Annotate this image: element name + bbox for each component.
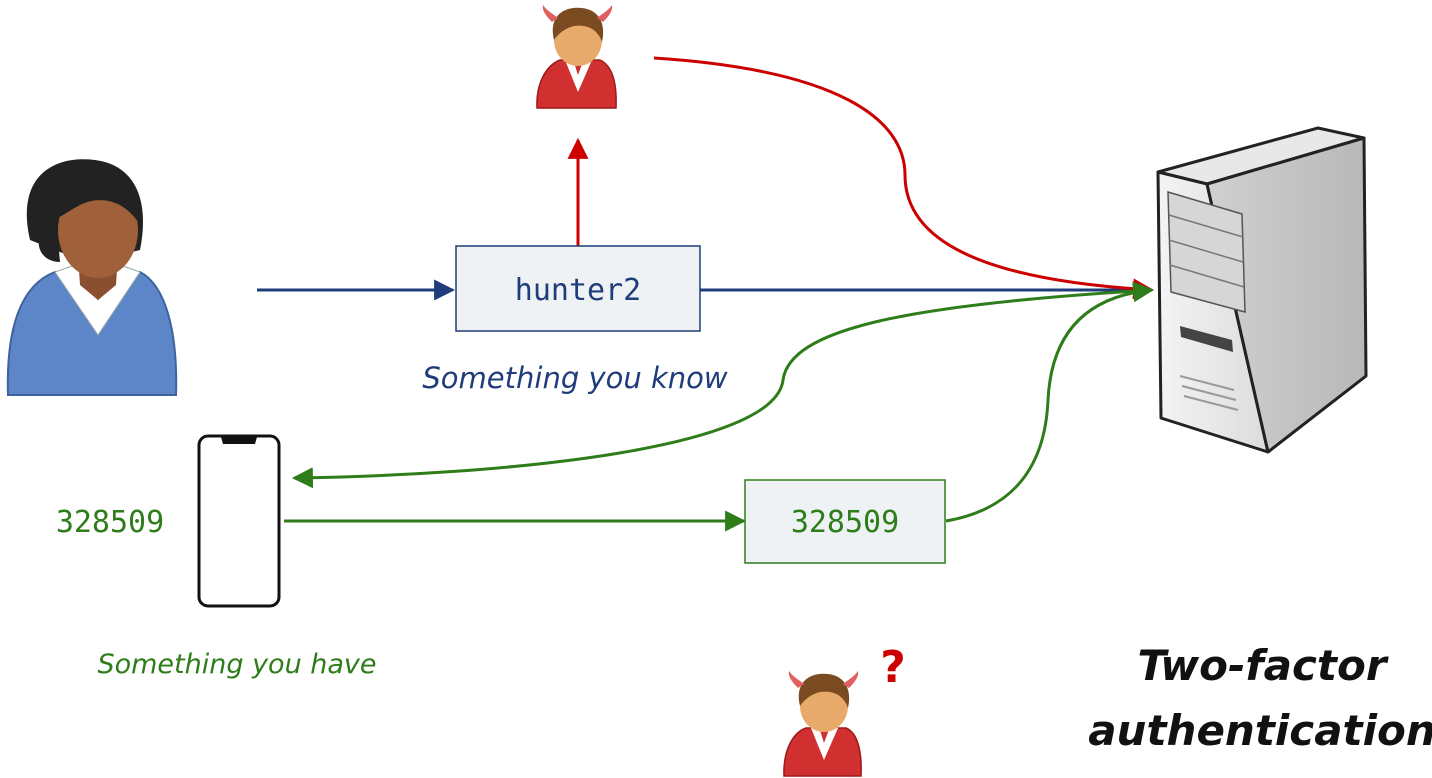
arrow-attacker-to-server bbox=[653, 56, 1155, 300]
smartphone-icon bbox=[197, 434, 281, 608]
title-line-1: Two-factor bbox=[1137, 641, 1388, 690]
arrow-code-to-server bbox=[945, 281, 1155, 523]
password-box bbox=[455, 245, 701, 332]
factor-have-label: Something you have bbox=[97, 649, 376, 680]
title-line-2: authentication bbox=[1088, 706, 1432, 755]
attacker-top-icon bbox=[536, 5, 617, 109]
user-icon bbox=[6, 159, 178, 396]
code-sent-text: 328509 bbox=[791, 505, 899, 540]
factor-know-label: Something you know bbox=[422, 361, 727, 395]
password-text: hunter2 bbox=[515, 273, 641, 308]
attacker-bottom-icon bbox=[783, 671, 862, 777]
arrow-server-to-phone bbox=[291, 288, 1153, 489]
phone-code-text: 328509 bbox=[56, 505, 164, 540]
question-mark: ? bbox=[880, 642, 906, 693]
code-sent-box bbox=[744, 479, 946, 564]
server-icon bbox=[1156, 126, 1368, 454]
